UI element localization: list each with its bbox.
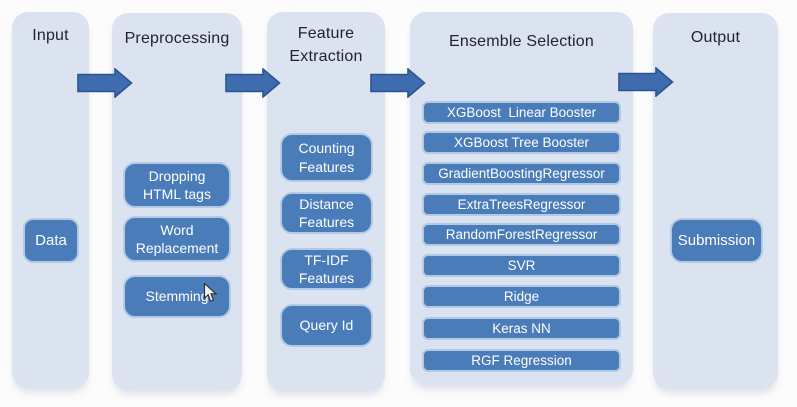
node-word-replacement: Word Replacement xyxy=(123,216,231,262)
node-svr: SVR xyxy=(422,254,621,277)
node-stemming: Stemming xyxy=(123,275,231,318)
column-title-ensemble-selection: Ensemble Selection xyxy=(448,33,594,50)
column-title-preprocessing: Preprocessing xyxy=(124,30,230,47)
node-data: Data xyxy=(23,218,79,263)
node-random-forest-regressor: RandomForestRegressor xyxy=(422,223,621,246)
flow-arrow-icon xyxy=(77,68,133,98)
column-preprocessing: Preprocessing Dropping HTML tags Word Re… xyxy=(112,13,242,390)
flow-arrow-icon xyxy=(225,68,281,98)
node-keras-nn: Keras NN xyxy=(422,317,621,340)
column-title-feature-extraction: Feature Extraction xyxy=(289,25,363,65)
node-dropping-html-tags: Dropping HTML tags xyxy=(123,162,231,208)
column-title-output: Output xyxy=(690,29,741,46)
column-output: Output Submission xyxy=(653,13,778,389)
node-extra-trees-regressor: ExtraTreesRegressor xyxy=(422,193,621,216)
mouse-cursor-icon xyxy=(203,283,218,302)
node-query-id: Query Id xyxy=(280,304,373,347)
node-counting-features: Counting Features xyxy=(280,133,373,182)
node-gradient-boosting-regressor: GradientBoostingRegressor xyxy=(422,162,621,185)
flow-arrow-icon xyxy=(618,67,674,97)
node-distance-features: Distance Features xyxy=(280,192,373,234)
node-rgf-regression: RGF Regression xyxy=(422,349,621,372)
node-xgboost-linear-booster: XGBoost Linear Booster xyxy=(422,101,621,124)
flow-arrow-icon xyxy=(370,68,426,98)
node-ridge: Ridge xyxy=(422,285,621,308)
node-xgboost-tree-booster: XGBoost Tree Booster xyxy=(422,131,621,154)
node-tfidf-features: TF-IDF Features xyxy=(280,248,373,290)
column-input: Input Data xyxy=(12,12,89,388)
column-feature-extraction: Feature Extraction Counting Features Dis… xyxy=(267,12,385,391)
column-ensemble-selection: Ensemble Selection XGBoost Linear Booste… xyxy=(410,12,633,385)
node-submission: Submission xyxy=(670,218,763,263)
column-title-input: Input xyxy=(32,27,69,44)
